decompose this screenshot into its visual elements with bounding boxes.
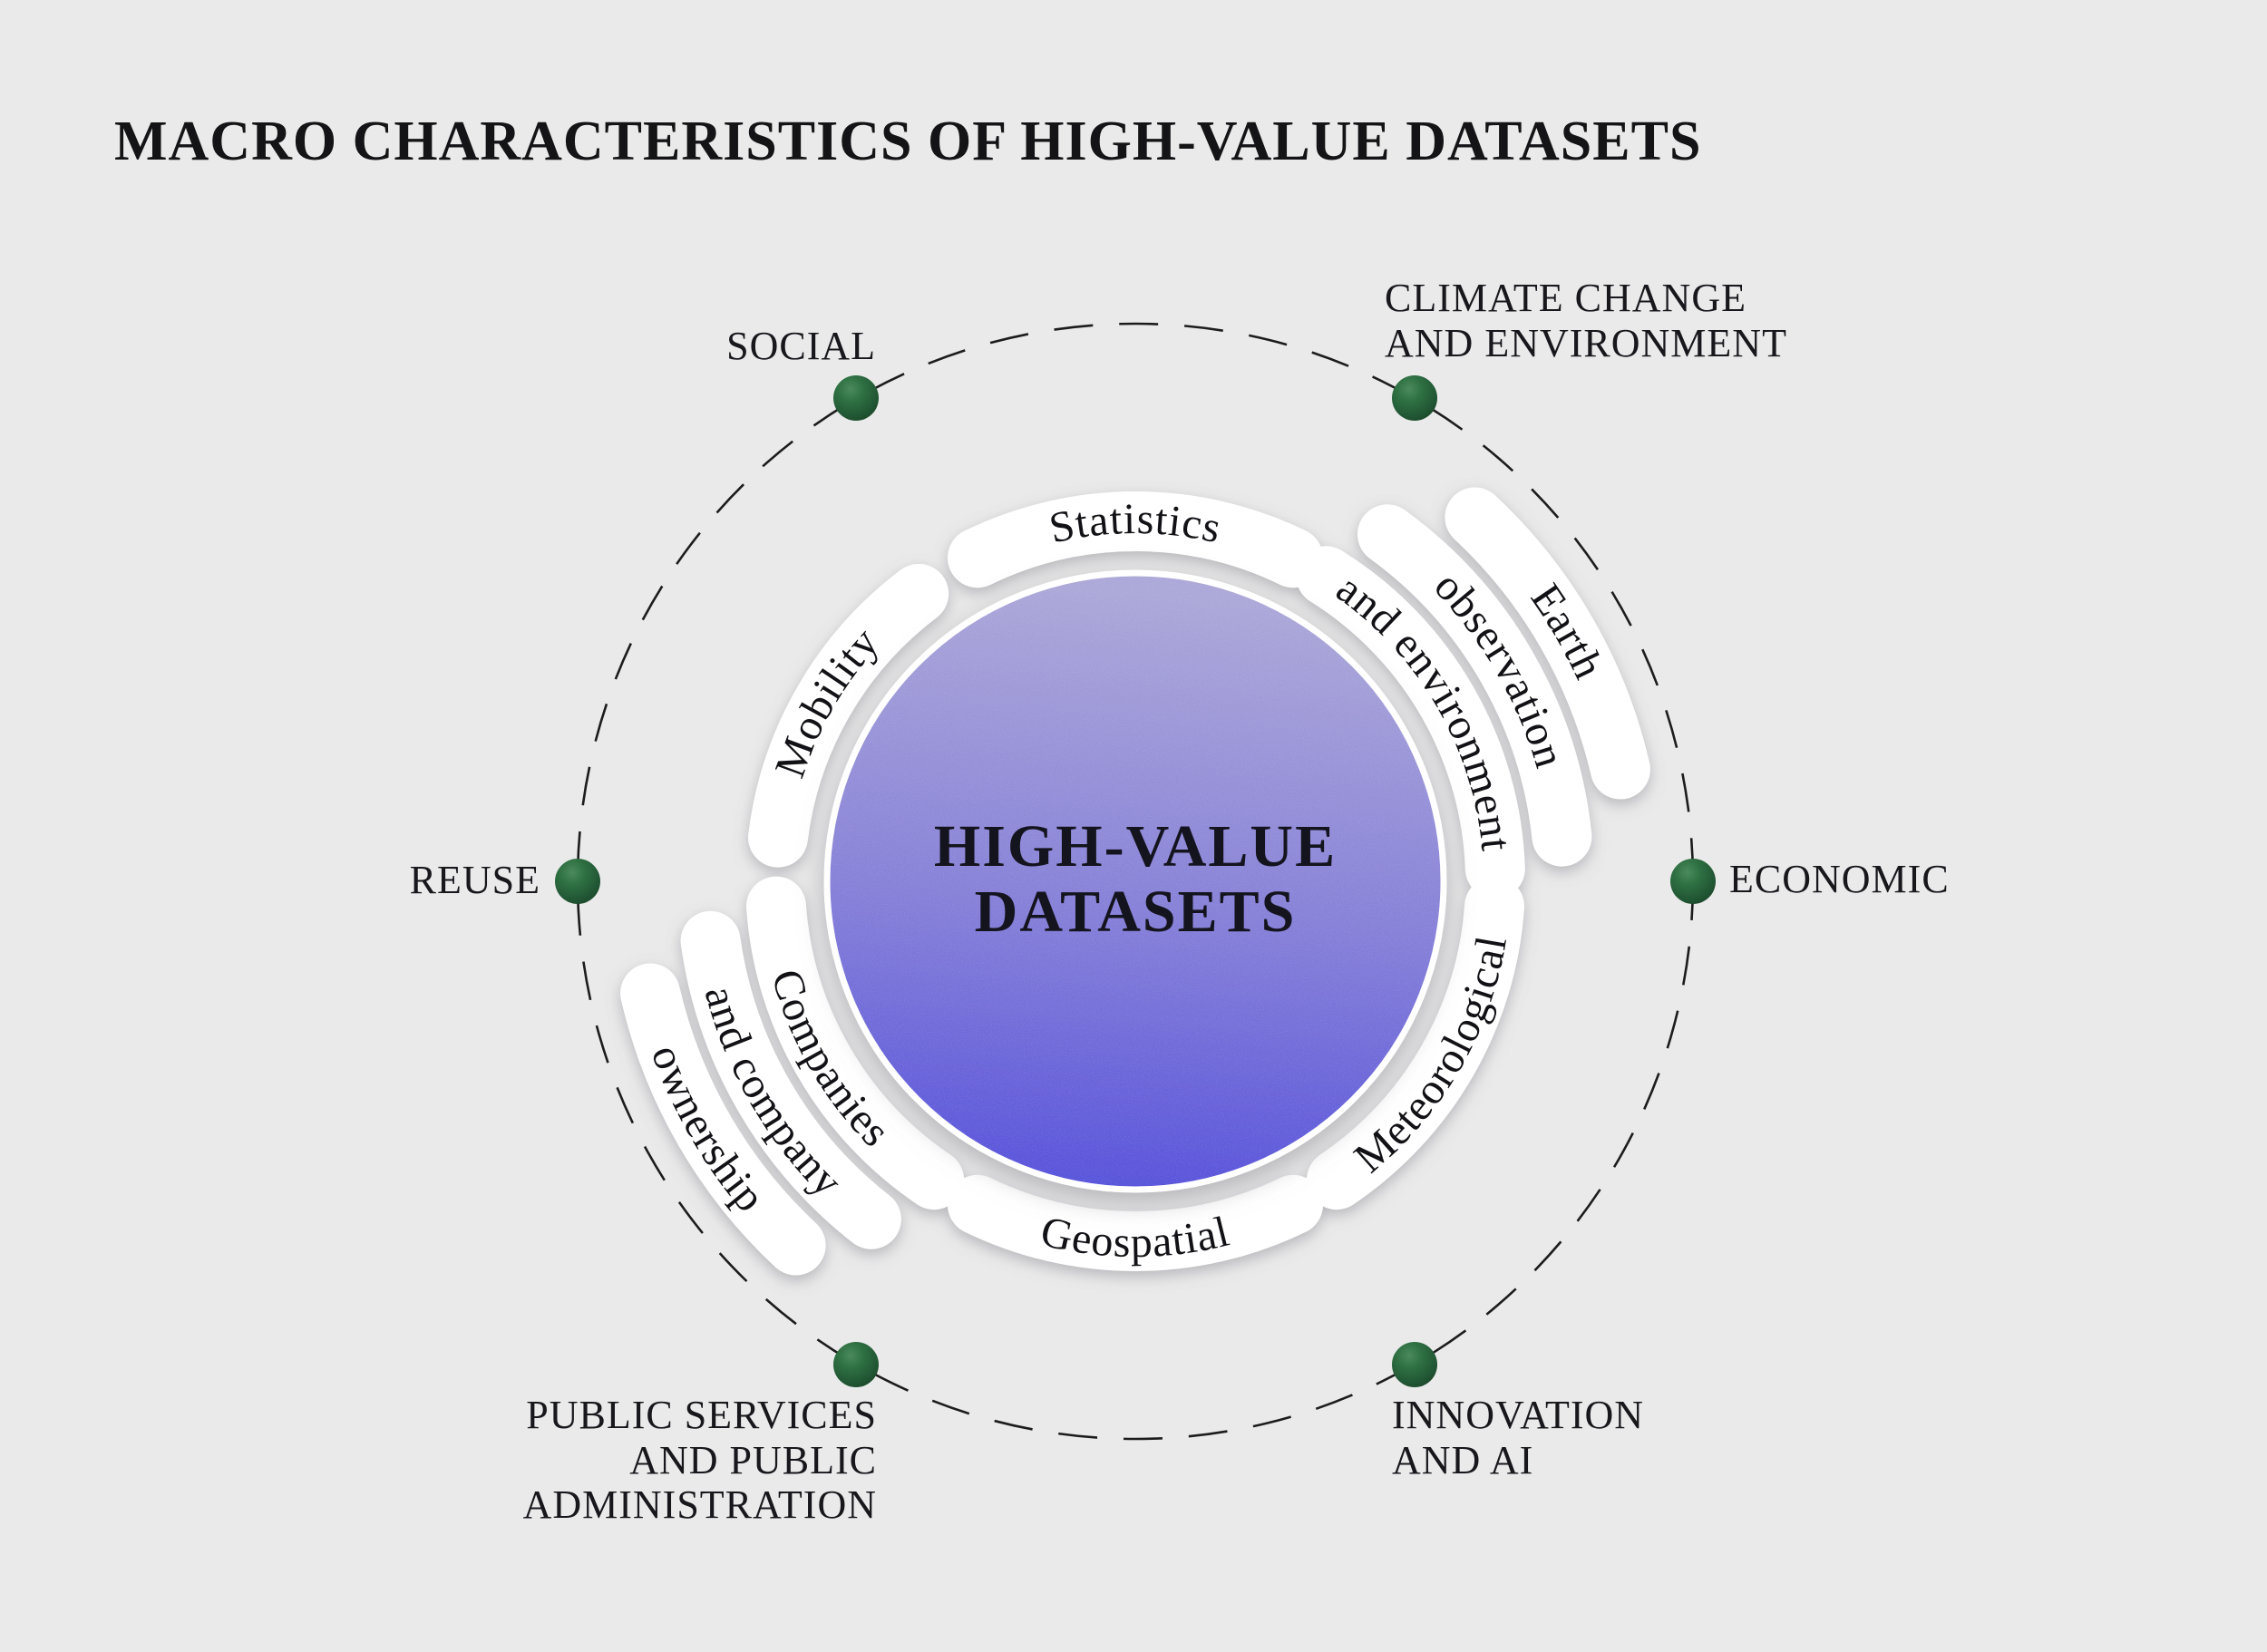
- segment-band-earth-observation-inner: [1296, 546, 1525, 899]
- segment-band-mobility: [748, 563, 949, 868]
- label-innovation-line1: INNOVATION: [1392, 1393, 1644, 1437]
- label-social: SOCIAL: [726, 324, 876, 368]
- central-title-line1: HIGH-VALUE: [934, 813, 1337, 879]
- label-reuse: REUSE: [410, 858, 540, 902]
- orbit-nodes: [555, 375, 1716, 1387]
- node-climate-dot: [1392, 375, 1437, 421]
- central-circle: HIGH-VALUE DATASETS: [823, 569, 1447, 1193]
- label-climate-line2: AND ENVIRONMENT: [1385, 321, 1787, 365]
- segment-band-companies-middle: [680, 910, 901, 1249]
- label-public-services-line3: ADMINISTRATION: [523, 1482, 877, 1527]
- node-public-services-dot: [833, 1342, 879, 1387]
- node-social-dot: [833, 375, 879, 421]
- label-climate-line1: CLIMATE CHANGE: [1385, 276, 1746, 320]
- orbit-node-labels: SOCIAL CLIMATE CHANGE AND ENVIRONMENT EC…: [410, 276, 1950, 1527]
- label-economic: ECONOMIC: [1729, 857, 1950, 901]
- segment-band-companies-inner: [746, 876, 964, 1210]
- node-reuse-dot: [555, 859, 600, 904]
- segment-band-companies-outer: [620, 963, 826, 1276]
- central-circle-texture: [827, 573, 1444, 1190]
- segment-bands: [620, 487, 1650, 1276]
- label-public-services-line1: PUBLIC SERVICES: [526, 1393, 877, 1437]
- segment-band-meteorological: [1307, 876, 1524, 1210]
- segment-band-earth-observation-middle: [1357, 504, 1592, 867]
- central-title-line2: DATASETS: [975, 879, 1297, 945]
- label-innovation-line2: AND AI: [1392, 1438, 1533, 1482]
- segment-band-earth-observation-outer: [1445, 487, 1650, 800]
- node-innovation-dot: [1392, 1342, 1437, 1387]
- segment-band-geospatial: [948, 1174, 1323, 1271]
- node-economic-dot: [1670, 859, 1716, 904]
- label-public-services-line2: AND PUBLIC: [629, 1438, 877, 1482]
- segment-band-statistics: [948, 491, 1323, 588]
- page-title: MACRO CHARACTERISTICS OF HIGH-VALUE DATA…: [114, 111, 1701, 172]
